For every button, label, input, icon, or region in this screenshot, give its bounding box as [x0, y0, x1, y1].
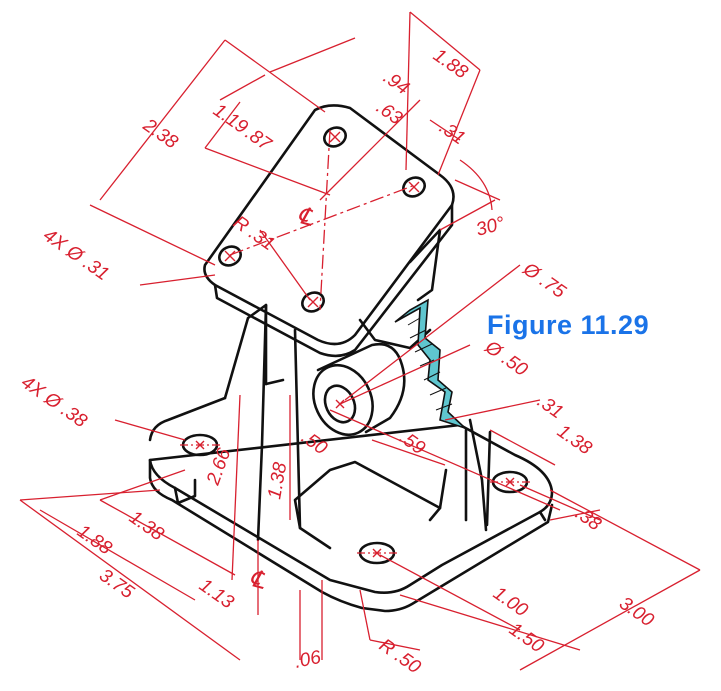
dim-web-height: 1.38 — [264, 460, 291, 500]
top-hole-4 — [301, 291, 325, 313]
dim-base-front-1: 1.00 — [489, 583, 532, 622]
centerline-base: ℄ — [246, 565, 268, 595]
centerline-top: ℄ — [294, 202, 316, 232]
base-plate-left-notch — [173, 478, 197, 505]
dim-base-front-3: 3.00 — [615, 593, 658, 632]
dim-base-holes: 4X Ø .38 — [17, 372, 91, 432]
top-plate-support — [408, 228, 442, 302]
boss-body — [316, 342, 406, 434]
pedestal-left-face — [223, 303, 268, 400]
dim-top-holes: 4X Ø .31 — [39, 225, 112, 285]
pedestal-inner-recess — [293, 460, 442, 530]
dim-base-left-1: 1.38 — [125, 507, 168, 546]
dim-base-thk: .06 — [293, 647, 324, 673]
top-plate-thickness — [213, 203, 454, 358]
base-plate-right-foot — [538, 510, 547, 522]
dim-tilt-angle: 30° — [474, 213, 508, 241]
pedestal-recess-right — [438, 428, 468, 522]
dim-boss-offset: .50 — [297, 427, 331, 460]
dim-top-length: 2.38 — [138, 114, 182, 153]
dim-corner-radius: R .50 — [375, 635, 425, 678]
pedestal-right-rib — [468, 418, 488, 532]
dim-base-right-1: 1.38 — [553, 421, 596, 460]
figure-caption: Figure 11.29 — [487, 310, 650, 340]
boss-outer — [312, 363, 374, 437]
dim-rib-thk: .31 — [533, 391, 567, 423]
dim-bore-center-height: 2.66 — [203, 445, 236, 488]
dim-base-right-2: .38 — [571, 503, 605, 536]
top-hole-2 — [402, 176, 426, 198]
dim-top-width: 1.88 — [429, 45, 472, 84]
dim-bore-dia: Ø .50 — [480, 336, 531, 381]
dim-edge-dist: .31 — [435, 117, 469, 149]
top-hole-1 — [323, 126, 347, 148]
dim-base-front-2: 1.50 — [505, 619, 548, 658]
hole-center-marks — [195, 131, 515, 558]
pedestal-front-left-edge — [256, 303, 268, 542]
dim-hole-offset-x: .63 — [372, 97, 406, 130]
section-view-hatch — [394, 298, 466, 429]
dim-base-left-4: 1.13 — [195, 575, 238, 614]
dim-boss-dia: Ø .75 — [518, 258, 569, 303]
dim-base-left-3: 3.75 — [95, 565, 138, 604]
base-plate-top — [148, 378, 554, 594]
dimension-lines — [19, 11, 701, 671]
